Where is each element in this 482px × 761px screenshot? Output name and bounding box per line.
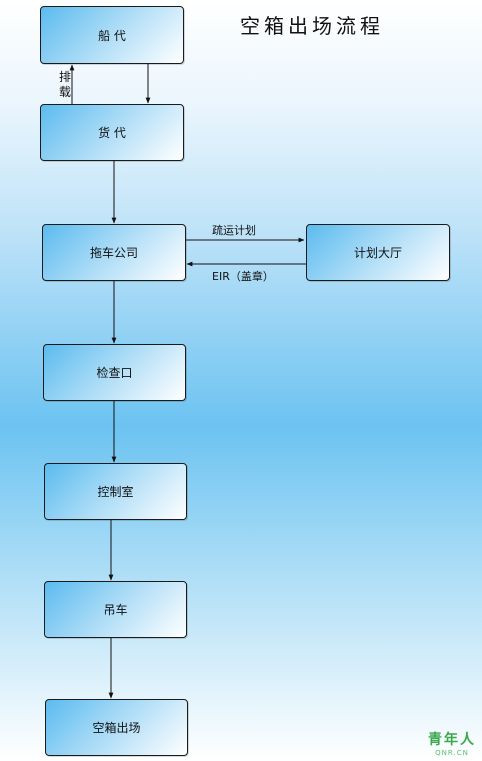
node-crane: 吊车 (44, 581, 187, 638)
node-empty-container-out-label: 空箱出场 (92, 721, 141, 735)
node-trucking-company-label: 拖车公司 (89, 246, 138, 260)
edge-label-eir: EIR（盖章） (212, 270, 274, 283)
node-inspection-gate: 检查口 (43, 344, 186, 401)
node-empty-container-out: 空箱出场 (45, 699, 188, 756)
node-planning-hall: 计划大厅 (306, 224, 450, 281)
watermark-logo: 青年人 QNR.CN (428, 729, 476, 757)
node-shipping-agent: 船 代 (40, 6, 184, 64)
edge-label-evacuation-plan: 疏运计划 (212, 224, 256, 237)
watermark-sub: QNR.CN (435, 749, 469, 757)
edge-label-stowage: 排载 (58, 70, 71, 99)
node-freight-forwarder-label: 货 代 (98, 126, 126, 140)
node-shipping-agent-label: 船 代 (98, 28, 126, 43)
diagram-title: 空箱出场流程 (240, 14, 384, 38)
node-trucking-company: 拖车公司 (42, 224, 186, 281)
node-freight-forwarder: 货 代 (40, 104, 184, 161)
node-planning-hall-label: 计划大厅 (353, 246, 402, 260)
node-crane-label: 吊车 (103, 603, 128, 617)
node-control-room-label: 控制室 (97, 485, 134, 499)
node-control-room: 控制室 (44, 463, 187, 520)
watermark-text: 青年人 (428, 732, 476, 748)
node-inspection-gate-label: 检查口 (96, 366, 133, 380)
